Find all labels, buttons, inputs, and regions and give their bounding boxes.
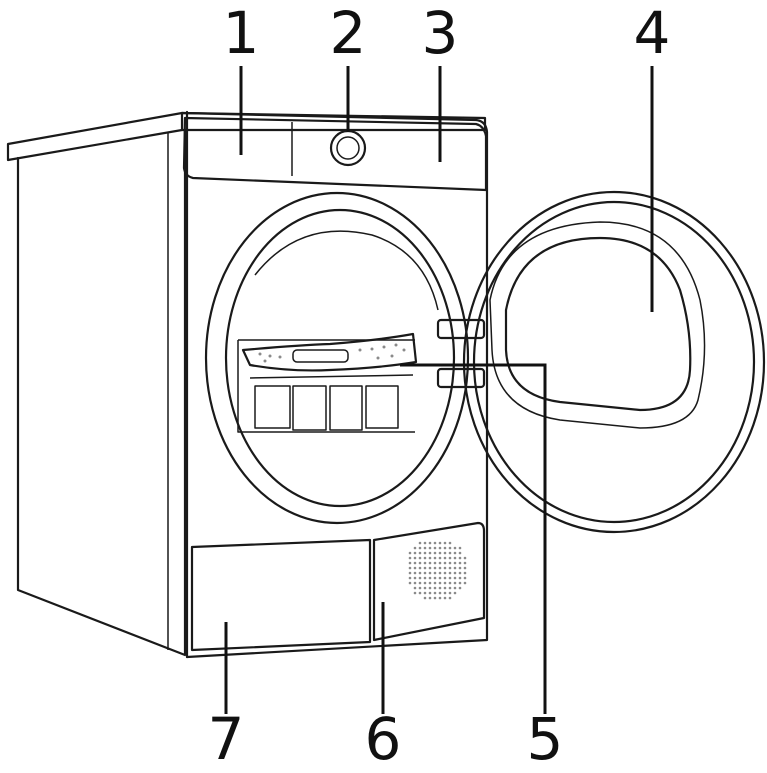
drum-vanes	[249, 374, 414, 431]
vent-grille	[408, 541, 467, 600]
leader-line-5	[400, 363, 547, 714]
label-3: 3	[421, 0, 459, 67]
door-opening	[204, 191, 470, 525]
program-knob	[329, 129, 367, 167]
label-1: 1	[222, 0, 260, 67]
dryer-front	[180, 111, 489, 659]
label-5: 5	[526, 705, 564, 773]
drum-interior	[237, 230, 439, 433]
open-door	[462, 190, 766, 534]
dryer-side-panel	[16, 128, 187, 657]
label-4: 4	[633, 0, 671, 67]
condenser-cover-panel	[190, 538, 372, 652]
label-6: 6	[364, 705, 402, 773]
label-2: 2	[329, 0, 367, 67]
lint-filter	[241, 332, 418, 372]
lint-filter-mesh	[258, 343, 406, 363]
control-panel	[182, 116, 488, 192]
water-tank-panel	[372, 521, 486, 642]
door-hinges	[436, 318, 486, 389]
label-7: 7	[207, 705, 245, 773]
